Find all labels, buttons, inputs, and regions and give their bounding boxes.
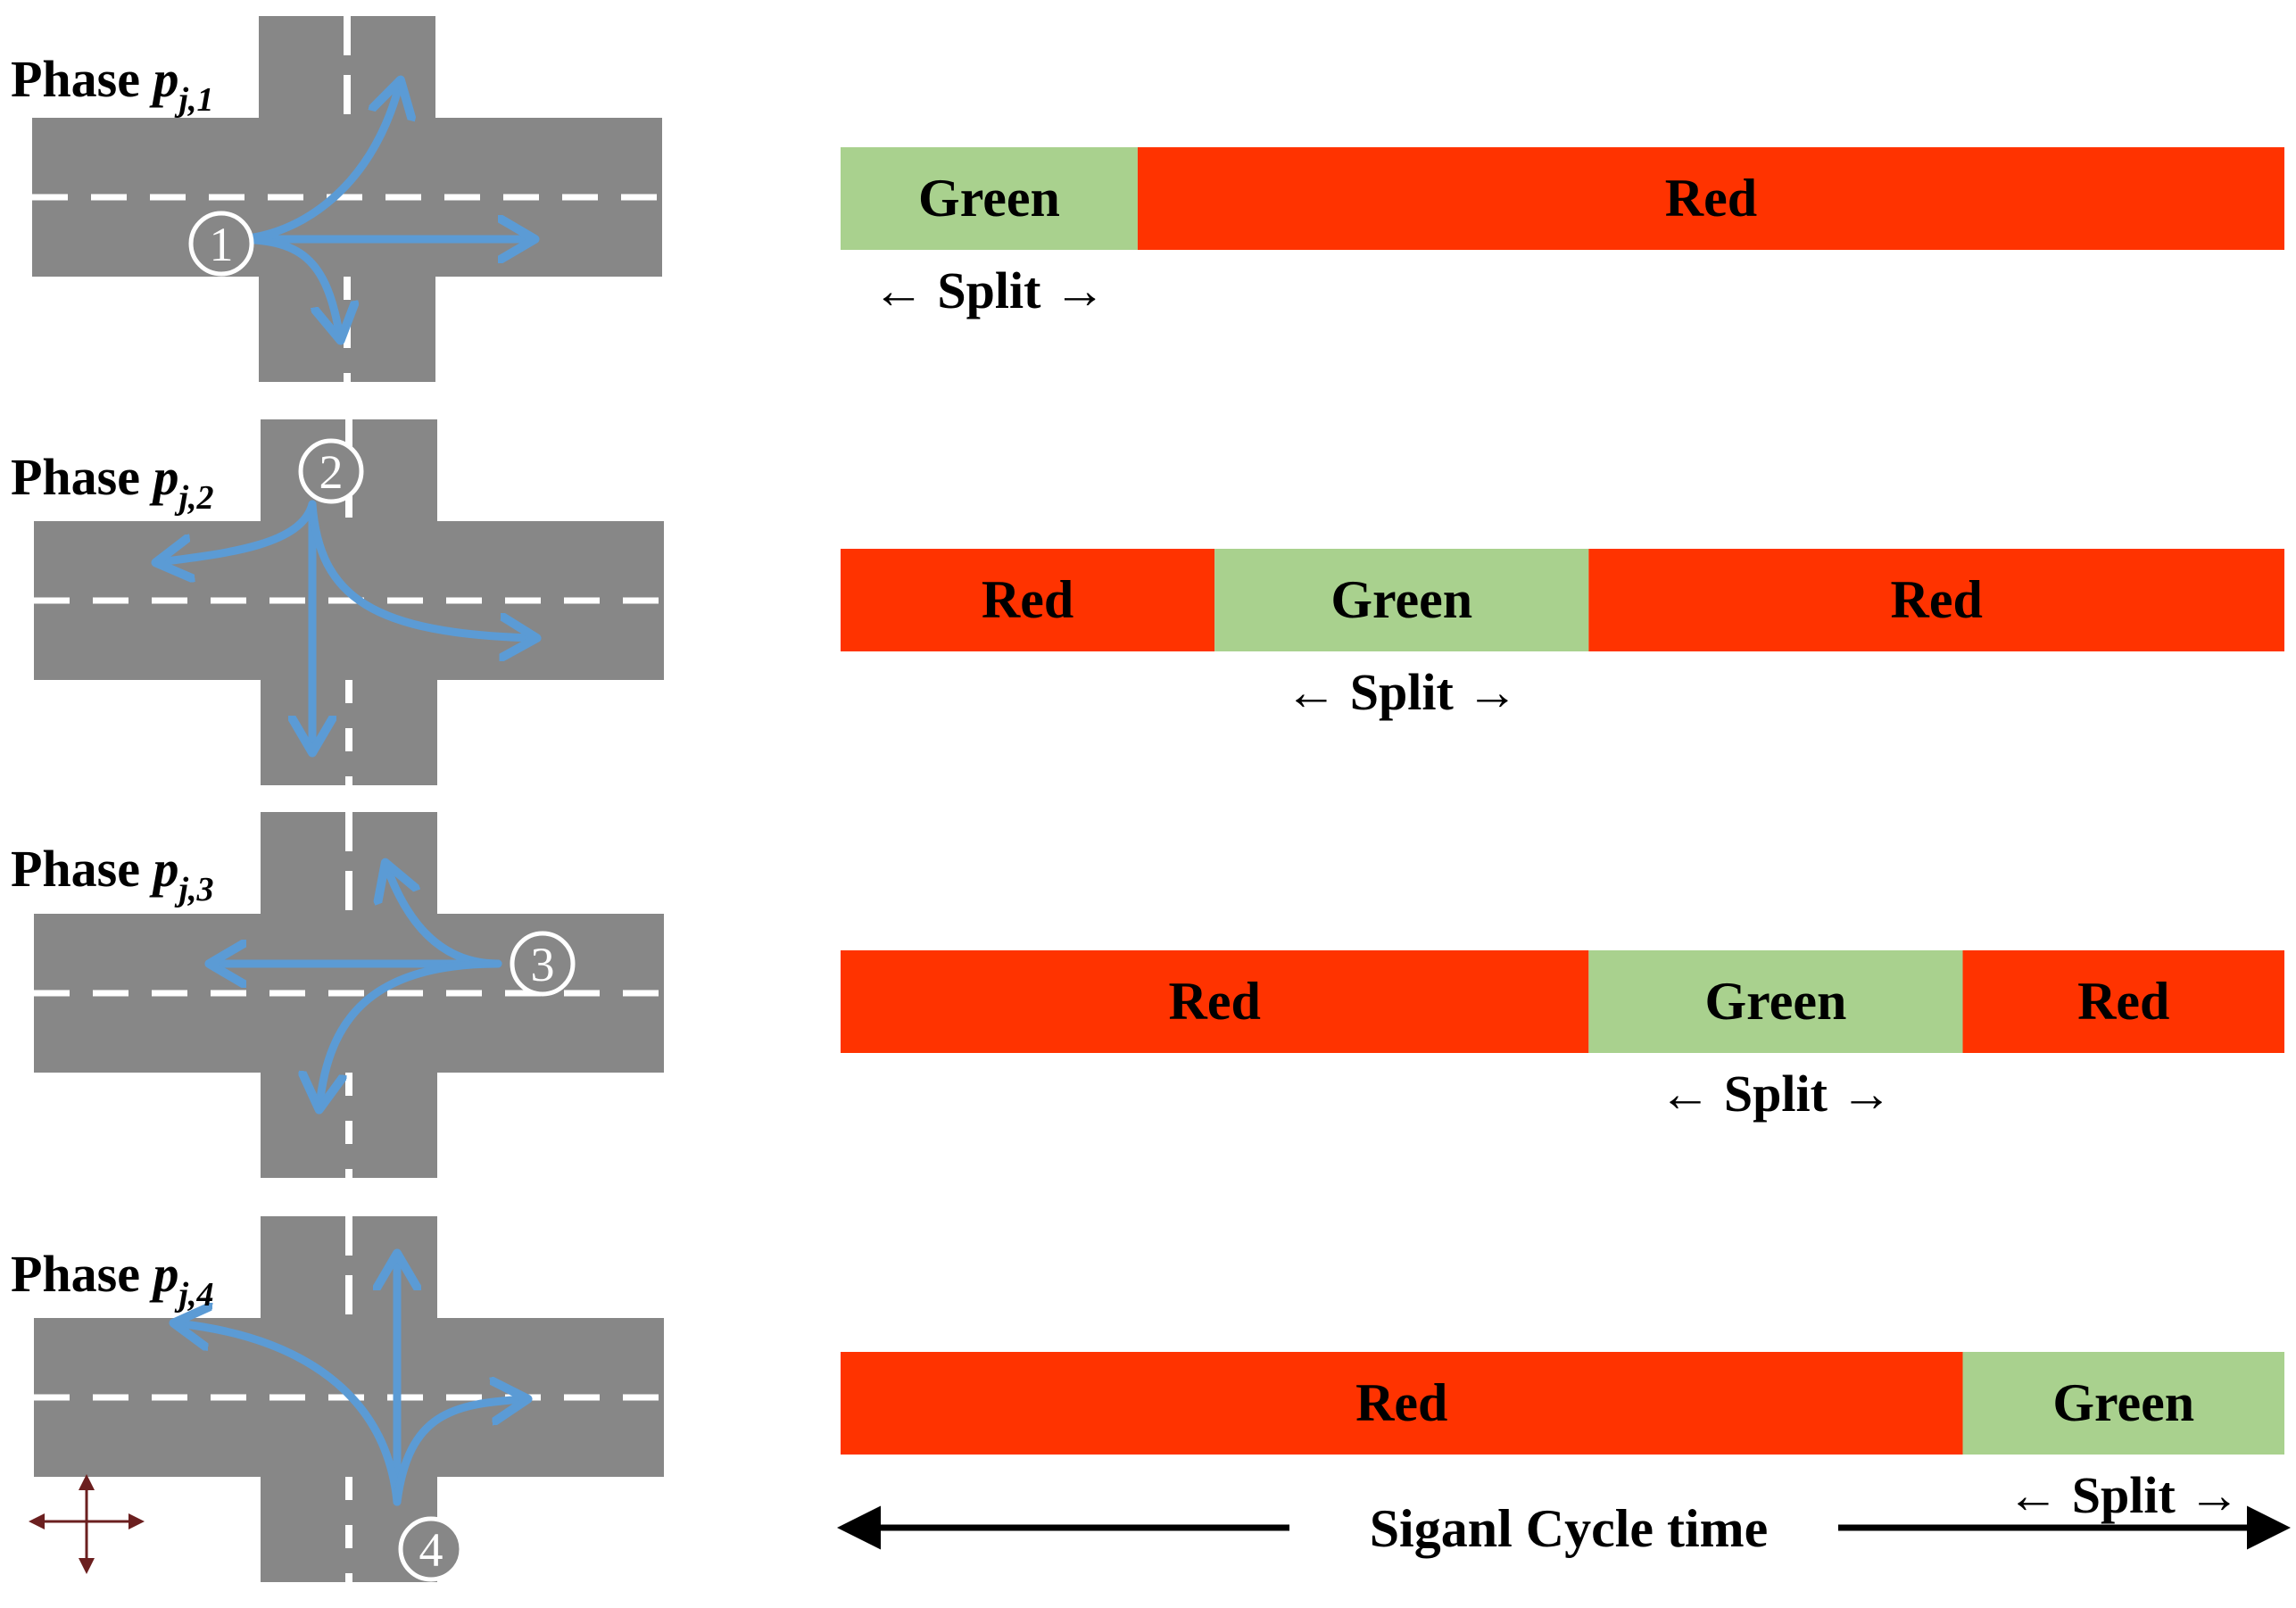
- intersection-phase-1: 1: [32, 16, 662, 382]
- timing-bar-phase-4: Red Green ← Split →: [841, 1352, 2284, 1524]
- movement-number-marker: 4: [398, 1516, 464, 1582]
- signal-segment-label: Green: [2052, 1373, 2194, 1432]
- signal-segment-green: [841, 147, 1138, 250]
- signal-segment-green: [1962, 1352, 2284, 1455]
- split-label: ← Split →: [1659, 1065, 1892, 1123]
- intersection-phase-3: 3: [34, 812, 664, 1178]
- signal-cycle-axis: Siganl Cycle time: [837, 1486, 2291, 1566]
- compass-icon: [29, 1474, 145, 1574]
- movement-number: 2: [319, 445, 344, 499]
- timing-bar-phase-3: Red Green ← Split → Red: [841, 950, 2284, 1123]
- signal-segment-red: [1588, 549, 2284, 651]
- signal-segment-label: Green: [1704, 972, 1846, 1031]
- split-label: ← Split →: [1285, 663, 1518, 721]
- movement-arrow: [393, 1399, 525, 1506]
- signal-segment-red: [841, 950, 1589, 1053]
- signal-segment-red: [1962, 950, 2284, 1053]
- movement-number: 1: [210, 218, 234, 271]
- signal-segment-label: Red: [1665, 169, 1757, 228]
- movement-number-marker: 3: [510, 931, 576, 997]
- intersection-diagrams: 1 2 3 4: [32, 16, 664, 1582]
- movement-arrow: [159, 500, 317, 562]
- signal-segment-red: [841, 1352, 1963, 1455]
- split-label: ← Split →: [2007, 1466, 2240, 1524]
- movement-arrow: [228, 235, 340, 337]
- timing-bar-phase-1: Green ← Split → Red: [841, 147, 2284, 319]
- signal-segment-label: Red: [982, 570, 1073, 629]
- movement-number-marker: 1: [188, 211, 254, 277]
- movement-number: 3: [531, 938, 555, 991]
- signal-segment-red: [841, 549, 1215, 651]
- signal-segment-red: [1137, 147, 2284, 250]
- movement-number: 4: [419, 1523, 443, 1577]
- signal-segment-label: Red: [2077, 972, 2169, 1031]
- signal-cycle-label: Siganl Cycle time: [1370, 1499, 1769, 1558]
- movement-arrow: [319, 959, 502, 1107]
- phase-label-2: Phase pj,2: [11, 448, 214, 517]
- signal-segment-label: Green: [918, 169, 1060, 228]
- signal-segment-label: Green: [1330, 570, 1472, 629]
- phase-label-4: Phase pj,4: [11, 1245, 214, 1314]
- split-label: ← Split →: [873, 261, 1106, 319]
- movement-arrow: [177, 1323, 402, 1506]
- movement-arrow: [308, 500, 534, 638]
- intersection-phase-4: 4: [34, 1216, 664, 1582]
- signal-segment-label: Red: [1355, 1373, 1447, 1432]
- signal-segment-green: [1588, 950, 1963, 1053]
- phase-label-1: Phase pj,1: [11, 50, 214, 119]
- phase-label-3: Phase pj,3: [11, 840, 214, 908]
- signal-segment-label: Red: [1168, 972, 1260, 1031]
- movement-number-marker: 2: [298, 438, 364, 504]
- timing-bar-phase-2: Red Green ← Split → Red: [841, 549, 2284, 721]
- signal-segment-label: Red: [1890, 570, 1982, 629]
- signal-segment-green: [1214, 549, 1589, 651]
- intersection-phase-2: 2: [34, 419, 664, 785]
